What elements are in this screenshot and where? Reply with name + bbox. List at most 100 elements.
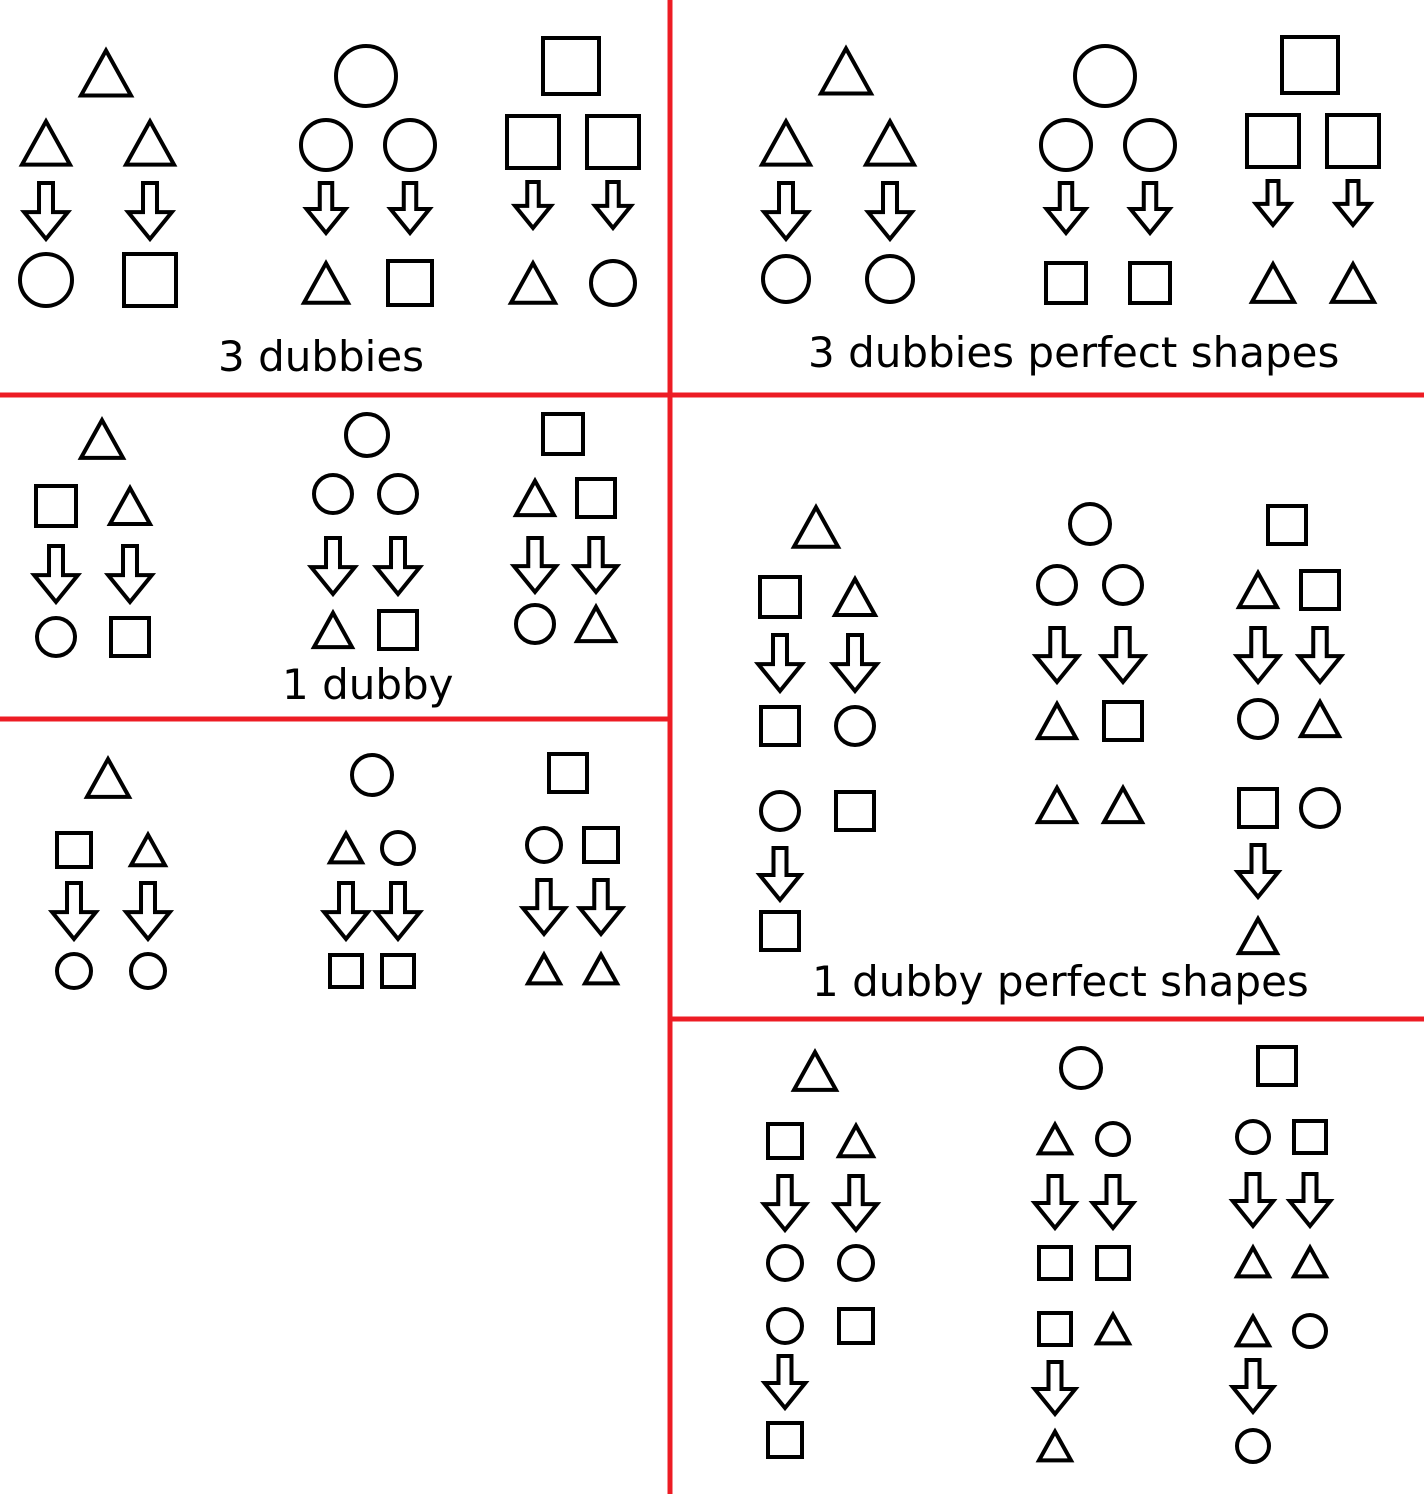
triangle-shape [106,483,154,526]
square-shape [585,114,641,170]
triangle-shape [77,415,127,460]
down-arrow-icon [371,881,425,943]
square-shape [55,831,93,869]
circle-shape [380,830,416,866]
square-shape [547,752,589,794]
down-arrow-icon [575,878,627,938]
square-shape [1037,1245,1073,1281]
triangle-shape [300,259,352,305]
circle-shape [350,753,394,797]
triangle-shape [573,602,619,644]
triangle-shape [18,117,74,167]
circle-shape [525,826,563,864]
down-arrow-icon [1126,181,1174,237]
triangle-shape [1290,1243,1330,1279]
triangle-shape [1233,1243,1273,1279]
down-arrow-icon [510,180,556,232]
circle-shape [1073,44,1137,108]
circle-shape [55,952,93,990]
square-shape [1037,1311,1073,1347]
square-shape [1237,787,1279,829]
square-shape [759,705,801,747]
square-shape [34,484,78,528]
triangle-shape [83,754,133,799]
caption-1-dubby: 1 dubby [282,660,454,709]
circle-shape [35,616,77,658]
square-shape [1325,113,1381,169]
down-arrow-icon [1030,1174,1080,1232]
square-shape [575,477,617,519]
circle-shape [759,790,801,832]
down-arrow-icon [509,536,561,596]
square-shape [541,412,585,456]
circle-shape [837,1244,875,1282]
square-shape [837,1307,875,1345]
down-arrow-icon [590,180,636,232]
down-arrow-icon [386,181,434,237]
down-arrow-icon [103,544,157,606]
circle-shape [766,1244,804,1282]
circle-shape [1292,1313,1328,1349]
triangle-shape [326,829,366,865]
circle-shape [377,473,419,515]
square-shape [109,616,151,658]
down-arrow-icon [1088,1174,1138,1232]
circle-shape [299,118,353,172]
square-shape [766,1421,804,1459]
triangle-shape [1034,699,1080,741]
down-arrow-icon [1233,843,1283,901]
square-shape [386,259,434,307]
down-arrow-icon [1042,181,1090,237]
triangle-shape [310,608,356,650]
down-arrow-icon [755,846,805,904]
triangle-shape [1297,697,1343,739]
down-arrow-icon [371,536,425,598]
square-shape [1102,700,1144,742]
triangle-shape [831,574,879,617]
circle-shape [1299,787,1341,829]
triangle-shape [790,503,842,549]
circle-shape [589,259,637,307]
triangle-shape [835,1121,877,1159]
circle-shape [312,473,354,515]
triangle-shape [1035,1120,1075,1156]
circle-shape [514,603,556,645]
square-shape [1044,261,1088,305]
down-arrow-icon [1031,626,1083,686]
triangle-shape [758,117,814,167]
triangle-shape [1233,1312,1273,1348]
down-arrow-icon [1228,1172,1278,1230]
triangle-shape [77,46,135,98]
circle-shape [18,252,74,308]
triangle-shape [1034,783,1080,825]
square-shape [1266,504,1308,546]
triangle-shape [507,259,559,305]
triangle-shape [581,950,621,986]
triangle-shape [1235,914,1281,956]
circle-shape [761,254,811,304]
triangle-shape [1248,259,1298,304]
down-arrow-icon [830,1174,882,1234]
circle-shape [834,705,876,747]
square-shape [1299,569,1341,611]
circle-shape [129,952,167,990]
triangle-shape [862,117,918,167]
triangle-shape [524,950,564,986]
down-arrow-icon [863,181,917,243]
down-arrow-icon [1331,179,1375,229]
square-shape [766,1122,804,1160]
square-shape [1095,1245,1131,1281]
square-shape [1245,113,1301,169]
down-arrow-icon [759,181,813,243]
caption-3-dubbies-perfect-shapes: 3 dubbies perfect shapes [808,328,1340,377]
triangle-shape [127,830,169,868]
down-arrow-icon [1228,1358,1278,1416]
triangle-shape [1093,1310,1133,1346]
down-arrow-icon [570,536,622,596]
circle-shape [1237,698,1279,740]
down-arrow-icon [759,1174,811,1234]
caption-3-dubbies: 3 dubbies [218,332,425,381]
down-arrow-icon [1285,1172,1335,1230]
triangle-shape [1100,783,1146,825]
